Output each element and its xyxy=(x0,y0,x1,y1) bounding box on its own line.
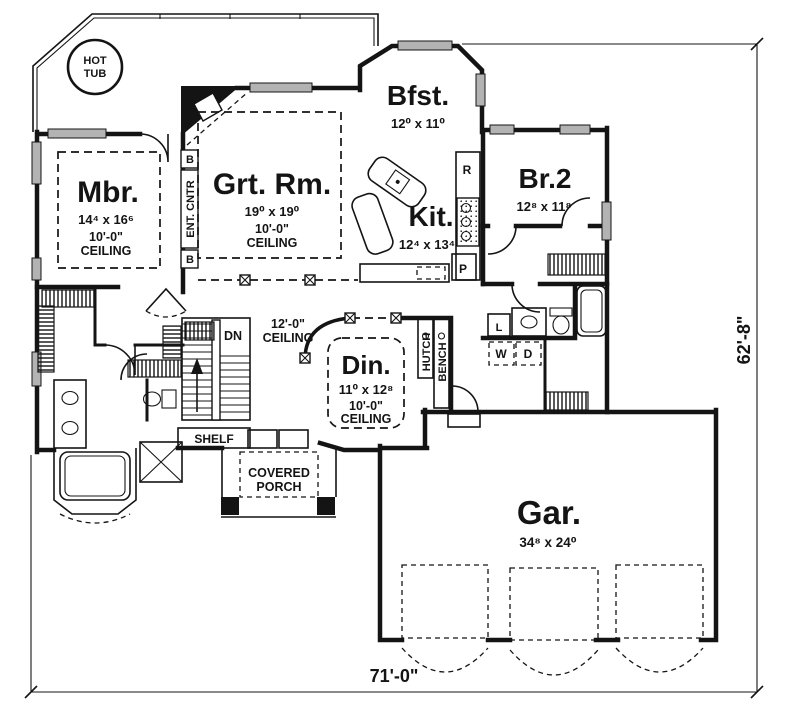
closets xyxy=(37,253,606,411)
hutch-bench: HUTCH BENCH xyxy=(417,317,450,409)
room-ceiling-mbr-b: CEILING xyxy=(81,244,132,258)
overall-width-dimension: 71'-0" xyxy=(370,666,419,686)
overall-depth-dimension: 62'-8" xyxy=(734,316,754,365)
linen-label: L xyxy=(496,322,503,334)
room-ceiling-grt-a: 10'-0" xyxy=(255,222,289,236)
room-dims-gar: 34⁸ x 24⁰ xyxy=(519,535,576,550)
room-dims-kit: 12⁴ x 13⁴ xyxy=(399,237,455,252)
room-label-br2: Br.2 xyxy=(519,163,572,194)
porch-label-line2: PORCH xyxy=(256,480,301,494)
room-label-kit: Kit. xyxy=(408,201,453,232)
kitchen-fixtures: R P xyxy=(351,151,481,283)
entertainment-center: B B ENT. CNTR xyxy=(180,149,199,269)
room-ceiling-din-b: CEILING xyxy=(341,412,392,426)
colonnade xyxy=(198,274,402,364)
pantry-label: P xyxy=(459,262,467,276)
stairs: DN xyxy=(181,317,251,421)
exterior-walls xyxy=(34,43,719,643)
room-ceiling-grt-b: CEILING xyxy=(247,236,298,250)
hutch-label: HUTCH xyxy=(421,333,433,372)
garage xyxy=(401,413,704,676)
stairs-dn-label: DN xyxy=(224,329,242,343)
room-label-din: Din. xyxy=(341,350,390,380)
master-bath-fixtures xyxy=(53,379,183,524)
bench-label: BENCH xyxy=(437,342,449,381)
foyer-ceiling-a: 12'-0" xyxy=(271,317,305,331)
column xyxy=(304,274,316,286)
room-label-grt: Grt. Rm. xyxy=(213,168,331,201)
room-ceiling-mbr-a: 10'-0" xyxy=(89,230,123,244)
fireplace xyxy=(181,86,249,146)
room-label-bfst: Bfst. xyxy=(387,80,449,111)
room-dims-bfst: 12⁰ x 11⁰ xyxy=(391,116,445,131)
bookcase-lower-label: B xyxy=(186,254,194,266)
ceiling-outlines xyxy=(57,111,405,429)
shelf: SHELF xyxy=(177,427,251,449)
column xyxy=(390,312,402,324)
hall-bath-laundry: L W D xyxy=(487,285,607,366)
column xyxy=(239,274,251,286)
hot-tub-label-line1: HOT xyxy=(83,55,107,67)
porch-label-line1: COVERED xyxy=(248,466,310,480)
hot-tub-label-line2: TUB xyxy=(84,68,107,80)
deck-railing xyxy=(32,13,379,132)
room-labels: Mbr. 14⁴ x 16⁶ 10'-0" CEILING Grt. Rm. 1… xyxy=(77,80,581,550)
column xyxy=(344,312,356,324)
ent-cntr-label: ENT. CNTR xyxy=(185,180,197,238)
hot-tub: HOT TUB xyxy=(66,38,124,96)
room-ceiling-din-a: 10'-0" xyxy=(349,399,383,413)
dryer-label: D xyxy=(524,347,533,361)
room-dims-din: 11⁰ x 12⁸ xyxy=(339,382,394,397)
bookcase-upper-label: B xyxy=(186,154,194,166)
room-dims-grt: 19⁰ x 19⁰ xyxy=(245,204,300,219)
master-double-doors xyxy=(145,287,187,318)
windows xyxy=(31,40,612,387)
refrigerator-label: R xyxy=(463,163,472,177)
foyer-ceiling-b: CEILING xyxy=(263,331,314,345)
dimension-lines: 71'-0" 62'-8" xyxy=(24,37,764,699)
room-label-gar: Gar. xyxy=(517,494,581,531)
room-dims-mbr: 14⁴ x 16⁶ xyxy=(78,212,134,227)
shelf-label: SHELF xyxy=(194,432,233,446)
room-label-mbr: Mbr. xyxy=(77,176,139,209)
covered-porch: COVERED PORCH xyxy=(221,429,337,518)
room-dims-br2: 12⁸ x 11⁸ xyxy=(517,199,572,214)
column xyxy=(299,352,311,364)
washer-label: W xyxy=(495,347,507,361)
